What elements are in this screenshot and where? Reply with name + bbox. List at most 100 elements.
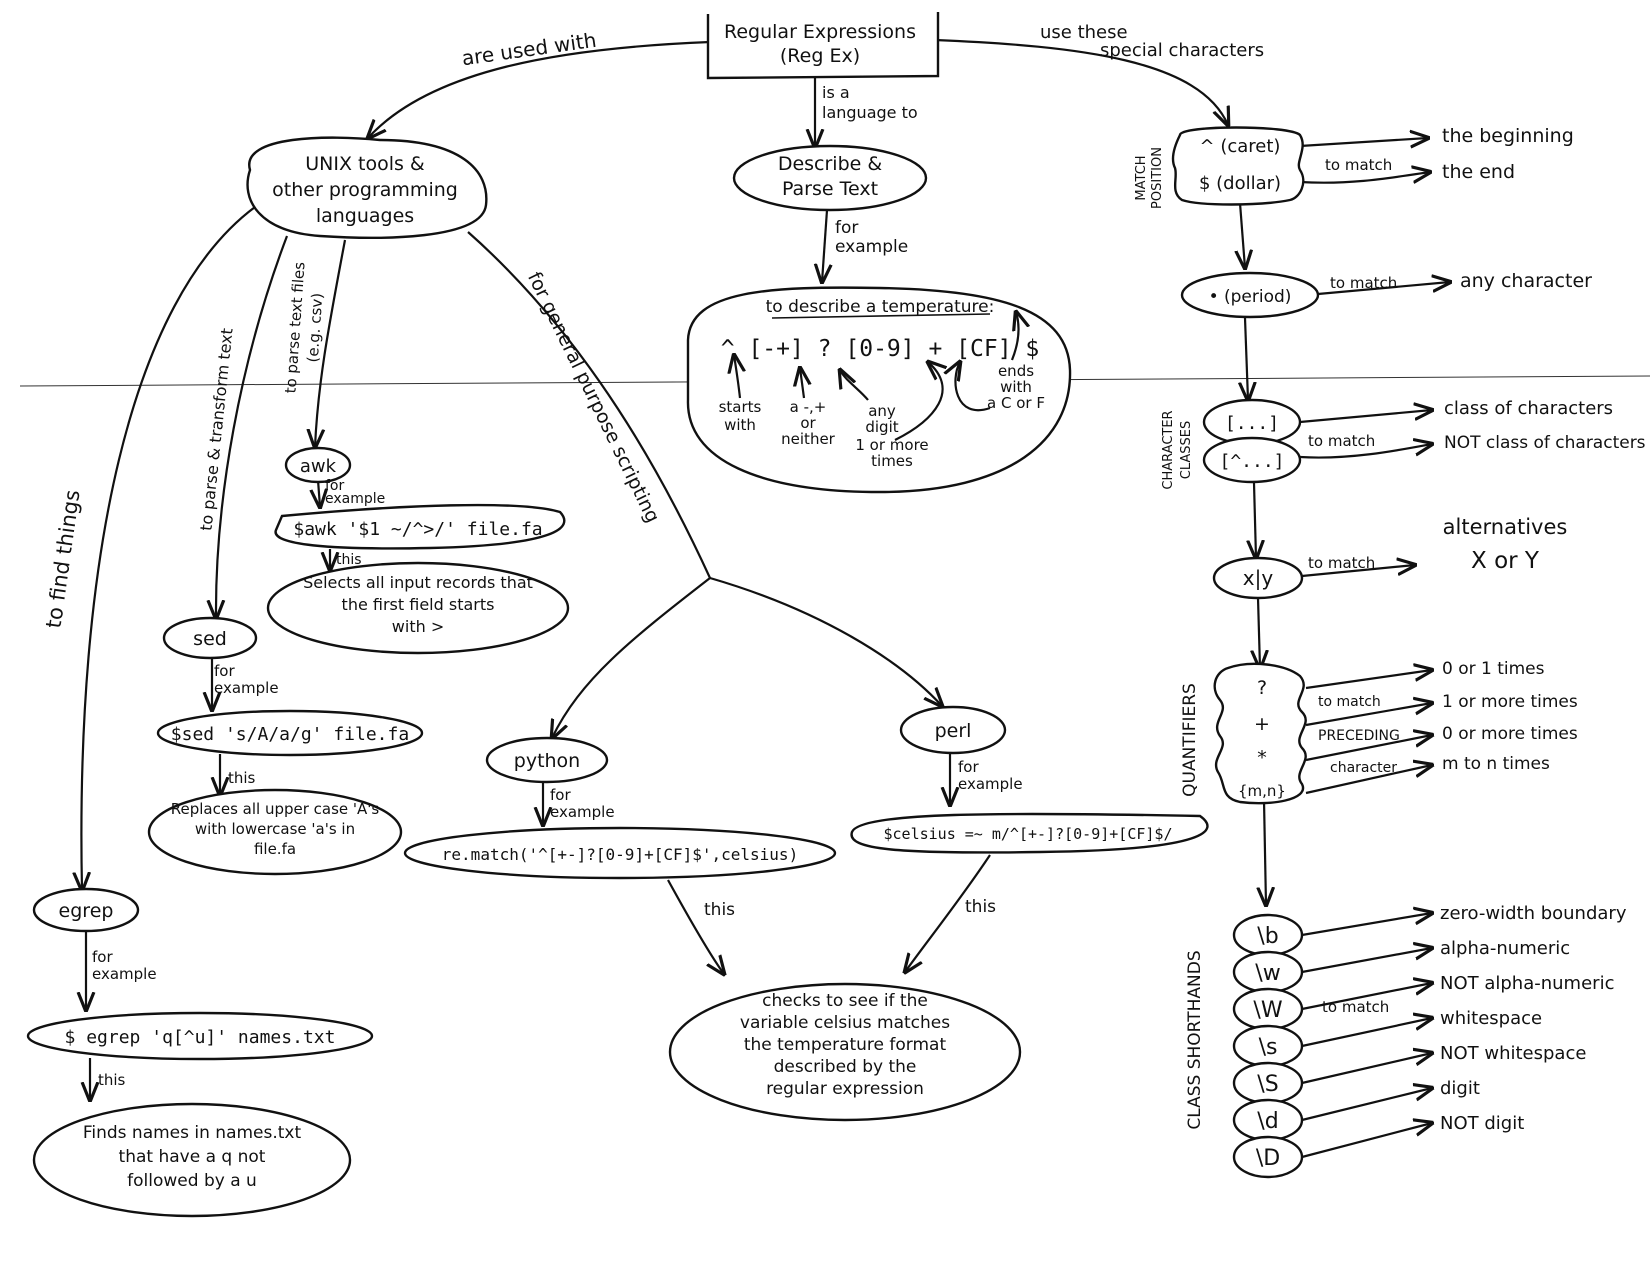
egrep-desc-shape: [32, 1102, 352, 1218]
edge-scripting-perl: [709, 576, 942, 706]
unix-shape: [246, 136, 488, 239]
sed-cmd-node: $sed 's/A/a/g' file.fa: [156, 709, 424, 757]
sed-cmd-shape: [156, 709, 424, 757]
awk-desc-shape: [266, 561, 570, 655]
egrep-cmd-text: $ egrep 'q[^u]' names.txt: [65, 1027, 336, 1048]
notclass-shape: [1202, 436, 1302, 484]
classes-label-2: CLASSES: [1179, 421, 1194, 479]
annot-digit-2: digit: [865, 418, 898, 436]
checks-1: checks to see if the: [762, 991, 928, 1011]
edge-unix-awk: [315, 239, 347, 447]
edge-python-checks: [667, 879, 724, 974]
egrep-desc-node: Finds names in names.txt that have a q n…: [32, 1102, 352, 1218]
annot-ends-3: a C or F: [987, 394, 1045, 412]
period-meaning: any character: [1460, 270, 1592, 292]
label-parse-transform: to parse & transform text: [196, 327, 236, 531]
python-node: python: [485, 736, 609, 784]
python-cmd-node: re.match('^[+-]?[0-9]+[CF]$',celsius): [403, 826, 837, 880]
quantifiers-shape: [1213, 662, 1307, 805]
egrep-node: egrep: [32, 887, 140, 933]
class-meaning: class of characters: [1444, 398, 1613, 419]
annot-starts-2: with: [724, 416, 756, 434]
awk-desc-node: Selects all input records that the first…: [266, 561, 570, 655]
label-language-1: is a: [822, 83, 850, 102]
shorthand-arrow: [1301, 913, 1432, 937]
shorthand-arrow: [1301, 948, 1432, 974]
alternatives-to-match: to match: [1308, 554, 1375, 572]
edges: [81, 38, 1450, 1100]
describe-node: Describe & Parse Text: [732, 144, 928, 212]
awk-label: awk: [300, 456, 337, 477]
quant-item-4: {m,n}: [1238, 782, 1286, 800]
shorthand-arrow: [1301, 1018, 1432, 1048]
edge-position-period: [1240, 202, 1245, 268]
notclass-item: [^...]: [1219, 451, 1284, 472]
perl-cmd-node: $celsius =~ m/^[+-]?[0-9]+[CF]$/: [850, 812, 1209, 854]
quant-item-3: *: [1257, 747, 1267, 769]
python-shape: [485, 736, 609, 784]
classes-to-match: to match: [1308, 432, 1375, 450]
label-awk-this: this: [336, 552, 362, 568]
shorthand-arrow: [1301, 1053, 1432, 1085]
checks-shape: [668, 982, 1022, 1122]
caret-meaning: the beginning: [1442, 125, 1574, 147]
edge-awk-cmd: [318, 479, 320, 507]
match-position-label-1: MATCH: [1134, 155, 1149, 200]
dollar-item: $ (dollar): [1199, 173, 1281, 194]
classes-label-1: CHARACTER: [1161, 410, 1176, 489]
awk-desc-1: Selects all input records that: [303, 573, 533, 592]
egrep-desc-2: that have a q not: [119, 1147, 266, 1167]
sed-desc-node: Replaces all upper case 'A's with lowerc…: [147, 788, 403, 876]
label-perl-example: example: [958, 775, 1023, 793]
label-egrep-this: this: [98, 1071, 126, 1089]
checks-4: described by the: [774, 1057, 917, 1077]
sed-shape: [162, 616, 258, 660]
sed-desc-2: with lowercase 'a's in: [195, 820, 355, 838]
awk-shape: [284, 446, 352, 484]
sed-desc-1: Replaces all upper case 'A's: [171, 800, 380, 818]
egrep-shape: [32, 887, 140, 933]
label-parse-files-2: (e.g. csv): [304, 292, 327, 363]
edge-title-unix: [368, 40, 711, 138]
perl-cmd-text: $celsius =~ m/^[+-]?[0-9]+[CF]$/: [884, 825, 1173, 843]
edge-caret-meaning: [1299, 138, 1428, 146]
shorthand-item: \W: [1253, 998, 1282, 1023]
alternatives-meaning-1: alternatives: [1443, 515, 1568, 539]
label-sed-for: for: [214, 662, 235, 680]
title-line-2: (Reg Ex): [780, 45, 860, 67]
period-shape: [1180, 271, 1320, 319]
temperature-regex: ^ [-+] ? [0-9] + [CF] $: [721, 336, 1040, 362]
perl-node: perl: [899, 705, 1007, 755]
match-position-label-2: POSITION: [1150, 147, 1165, 209]
label-parse-files-1: to parse text files: [281, 261, 308, 394]
quant-connector-3: character: [1330, 760, 1397, 776]
edge-unix-scripting: [467, 231, 711, 579]
label-python-this: this: [704, 900, 735, 920]
shorthand-meaning: digit: [1440, 1078, 1480, 1099]
sed-desc-3: file.fa: [254, 840, 296, 858]
label-describe-example: example: [835, 237, 908, 257]
shorthand-arrow: [1301, 1123, 1432, 1159]
edge-period-classes: [1245, 317, 1248, 400]
temperature-node: to describe a temperature: ^ [-+] ? [0-9…: [686, 286, 1072, 494]
perl-label: perl: [935, 720, 972, 742]
match-position-group: MATCH POSITION ^ (caret) $ (dollar) to m…: [1134, 125, 1574, 209]
unix-line-2: other programming: [272, 179, 458, 201]
awk-cmd-node: $awk '$1 ~/^>/' file.fa: [274, 503, 566, 550]
annot-digit-3: 1 or more: [855, 436, 928, 454]
edge-period-meaning: [1317, 282, 1450, 296]
egrep-cmd-shape: [26, 1011, 374, 1061]
describe-shape: [732, 144, 928, 212]
edge-scripting-python: [552, 577, 711, 738]
quant-meaning-2: 1 or more times: [1442, 692, 1578, 712]
edge-labels: are used with use these special characte…: [41, 22, 1264, 1089]
edge-class-meaning: [1299, 410, 1432, 424]
egrep-desc-1: Finds names in names.txt: [83, 1123, 302, 1143]
annot-starts-1: starts: [719, 398, 762, 416]
label-egrep-example: example: [92, 965, 157, 983]
shorthand-meaning: whitespace: [1440, 1008, 1542, 1029]
egrep-desc-3: followed by a u: [127, 1171, 257, 1191]
shorthand-items: \b\w\W\s\S\d\D: [1232, 913, 1304, 1179]
